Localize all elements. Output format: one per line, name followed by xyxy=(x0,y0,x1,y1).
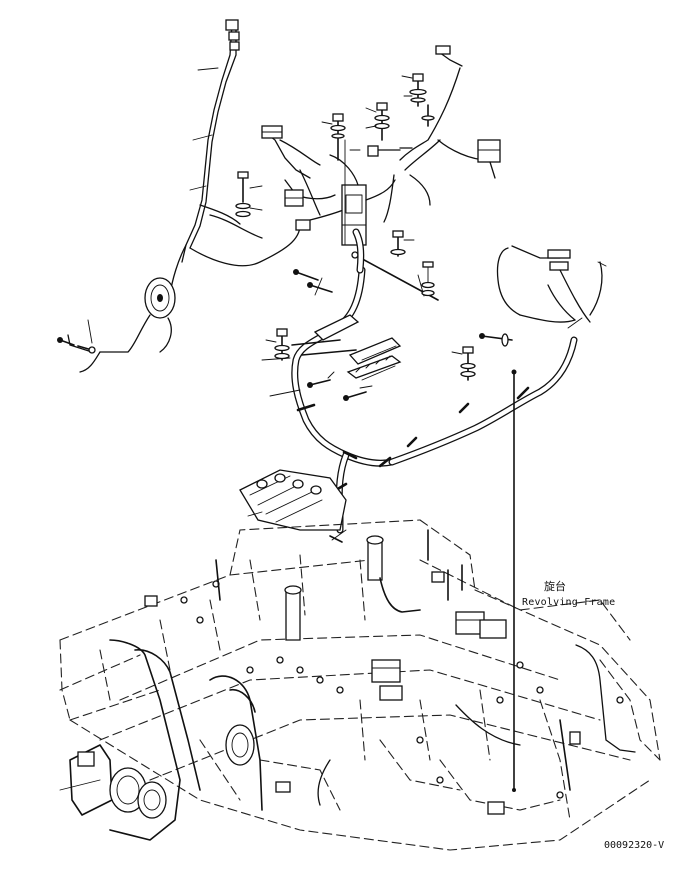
callout-label-jp: 旋台 xyxy=(544,579,566,593)
lower-connector-block xyxy=(239,469,347,543)
center-bolt-column xyxy=(321,113,346,161)
right-side-harness xyxy=(451,245,607,381)
callout-label-en: Revolving Frame xyxy=(522,597,615,608)
revolving-frame xyxy=(59,519,661,851)
upper-left-harness xyxy=(57,19,301,373)
top-right-bolt-stack xyxy=(365,73,435,141)
top-right-harness xyxy=(349,45,501,223)
center-junction xyxy=(261,113,439,301)
figure-id: 00092320-V xyxy=(604,840,664,851)
reel-bracket-bolts xyxy=(235,171,263,218)
clamp-bracket-block xyxy=(265,314,402,401)
revolving-frame-callout: 旋台 Revolving Frame xyxy=(511,369,615,792)
left-end-bolt-set xyxy=(57,319,96,354)
